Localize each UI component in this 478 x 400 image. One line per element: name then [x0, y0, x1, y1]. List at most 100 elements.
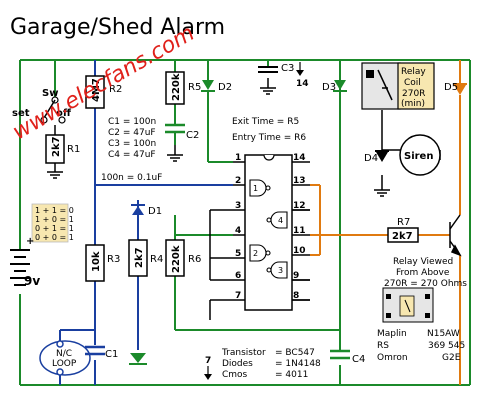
- node-7-label: 7: [205, 356, 211, 366]
- ground-c2: [167, 154, 183, 162]
- r4-value: 2k7: [134, 247, 145, 268]
- ic-pin-4: 4: [235, 226, 241, 236]
- truth-table: 1 + 1 = 0 1 + 0 = 1 0 + 1 = 1 0 + 0 = 1: [31, 203, 74, 243]
- resistor-r5: 220k R5: [165, 71, 201, 105]
- relay-coil-line4: (min): [401, 99, 425, 109]
- d1-label: D1: [148, 206, 162, 217]
- ic-pin-8: 8: [293, 291, 299, 301]
- c1-label: C1: [105, 349, 118, 360]
- capacitor-c4: C4: [330, 349, 365, 365]
- battery-voltage: 9v: [24, 274, 40, 288]
- supplier-2-code: 369 545: [428, 341, 465, 351]
- part-2-name: Diodes: [222, 359, 253, 369]
- ic-pin-2: 2: [235, 176, 241, 186]
- capacitor-c1: C1: [85, 345, 118, 360]
- relay-coil-line3: 270R: [402, 89, 425, 99]
- loop-line2: LOOP: [52, 359, 77, 369]
- gate-1-label: 1: [253, 184, 258, 193]
- switch-off-label: off: [56, 108, 72, 119]
- ic-pin-5: 5: [235, 249, 241, 259]
- ic-pin-14: 14: [293, 153, 306, 163]
- gate-4-label: 4: [278, 216, 283, 225]
- relay-view-line2: From Above: [396, 268, 450, 278]
- d5-label: D5: [444, 82, 458, 93]
- resistor-r7: 2k7 R7: [387, 217, 419, 243]
- capacitor-c3: C3: [258, 63, 294, 74]
- d4-label: D4: [364, 153, 378, 164]
- part-3-value: = 4011: [275, 370, 308, 380]
- resistor-r4: 2k7 R4: [128, 239, 163, 277]
- part-1-value: = BC547: [275, 348, 315, 358]
- suppliers: Maplin N15AW RS 369 545 Omron G2E: [377, 329, 465, 363]
- r2-name: R2: [109, 84, 122, 95]
- loop-line1: N/C: [56, 349, 72, 359]
- diode-d2: D2: [201, 80, 232, 93]
- ic-pin-9: 9: [293, 271, 299, 281]
- relay-view-line1: Relay Viewed: [393, 257, 453, 267]
- ic-pin-11: 11: [293, 226, 306, 236]
- part-3-name: Cmos: [222, 370, 248, 380]
- capacitor-values: C1 = 100n C2 = 47uF C3 = 100n C4 = 47uF: [108, 117, 156, 160]
- arm-switch: Sw set off: [12, 88, 72, 124]
- cap-value-2: C2 = 47uF: [108, 128, 156, 138]
- siren-label: Siren: [404, 151, 433, 162]
- ic-pin-10: 10: [293, 246, 306, 256]
- relay-top-view: Relay Viewed From Above 270R = 270 Ohms: [382, 257, 467, 323]
- c2-label: C2: [186, 130, 199, 141]
- resistor-r1: 2k7 R1: [45, 134, 80, 164]
- capacitor-c2: C2: [165, 123, 199, 145]
- truth-row-4: 0 + 0 = 1: [35, 233, 74, 242]
- led-indicator: [129, 353, 147, 365]
- ground-r1: [47, 171, 63, 179]
- resistor-r6: 220k R6: [165, 239, 201, 277]
- cap-note: 100n = 0.1uF: [101, 173, 162, 183]
- cap-value-1: C1 = 100n: [108, 117, 156, 127]
- resistor-r3: 10k R3: [85, 244, 120, 282]
- transistor: [449, 214, 462, 257]
- r5-name: R5: [188, 82, 201, 93]
- battery: + 9v: [10, 236, 40, 288]
- r6-name: R6: [188, 254, 201, 265]
- supplier-1-code: N15AW: [427, 329, 460, 339]
- supplier-3-name: Omron: [377, 353, 408, 363]
- diode-d1: D1: [131, 204, 162, 217]
- c3-label: C3: [281, 63, 294, 74]
- cap-value-3: C3 = 100n: [108, 139, 156, 149]
- ground-d4: [374, 189, 390, 197]
- gate-2-label: 2: [253, 249, 258, 258]
- ic-pin-6: 6: [235, 271, 241, 281]
- relay-coil-line1: Relay: [401, 67, 426, 77]
- r3-name: R3: [107, 254, 120, 265]
- node-14-arrow: 14: [296, 62, 309, 89]
- r2-value: 4M7: [91, 78, 102, 102]
- svg-text:+: +: [26, 236, 34, 247]
- entry-time: Entry Time = R6: [232, 133, 306, 143]
- ic-pin-12: 12: [293, 201, 306, 211]
- d3-label: D3: [322, 82, 336, 93]
- r7-value: 2k7: [392, 231, 413, 242]
- r6-value: 220k: [171, 245, 182, 273]
- part-2-value: = 1N4148: [275, 359, 321, 369]
- switch-set-label: set: [12, 108, 30, 119]
- relay-coil-line2: Coil: [404, 78, 421, 88]
- page-title: Garage/Shed Alarm: [10, 15, 225, 40]
- r7-name: R7: [397, 217, 410, 228]
- nc-loop: N/C LOOP: [39, 340, 91, 376]
- gate-3-label: 3: [278, 266, 283, 275]
- diode-d4: D4: [364, 150, 389, 164]
- node-14-label: 14: [296, 79, 309, 89]
- cap-value-4: C4 = 47uF: [108, 150, 156, 160]
- ic-pin-1: 1: [235, 153, 241, 163]
- d2-label: D2: [218, 82, 232, 93]
- r4-name: R4: [150, 254, 163, 265]
- node-7-arrow: 7: [204, 356, 212, 380]
- part-1-name: Transistor: [221, 348, 266, 358]
- r1-value: 2k7: [51, 136, 62, 157]
- c4-label: C4: [352, 354, 365, 365]
- diode-d5: D5: [444, 82, 467, 95]
- r3-value: 10k: [91, 251, 102, 272]
- supplier-2-name: RS: [377, 341, 389, 351]
- ground-c3: [260, 87, 276, 95]
- ic-pin-3: 3: [235, 201, 241, 211]
- resistor-r2: 4M7 R2: [85, 75, 122, 109]
